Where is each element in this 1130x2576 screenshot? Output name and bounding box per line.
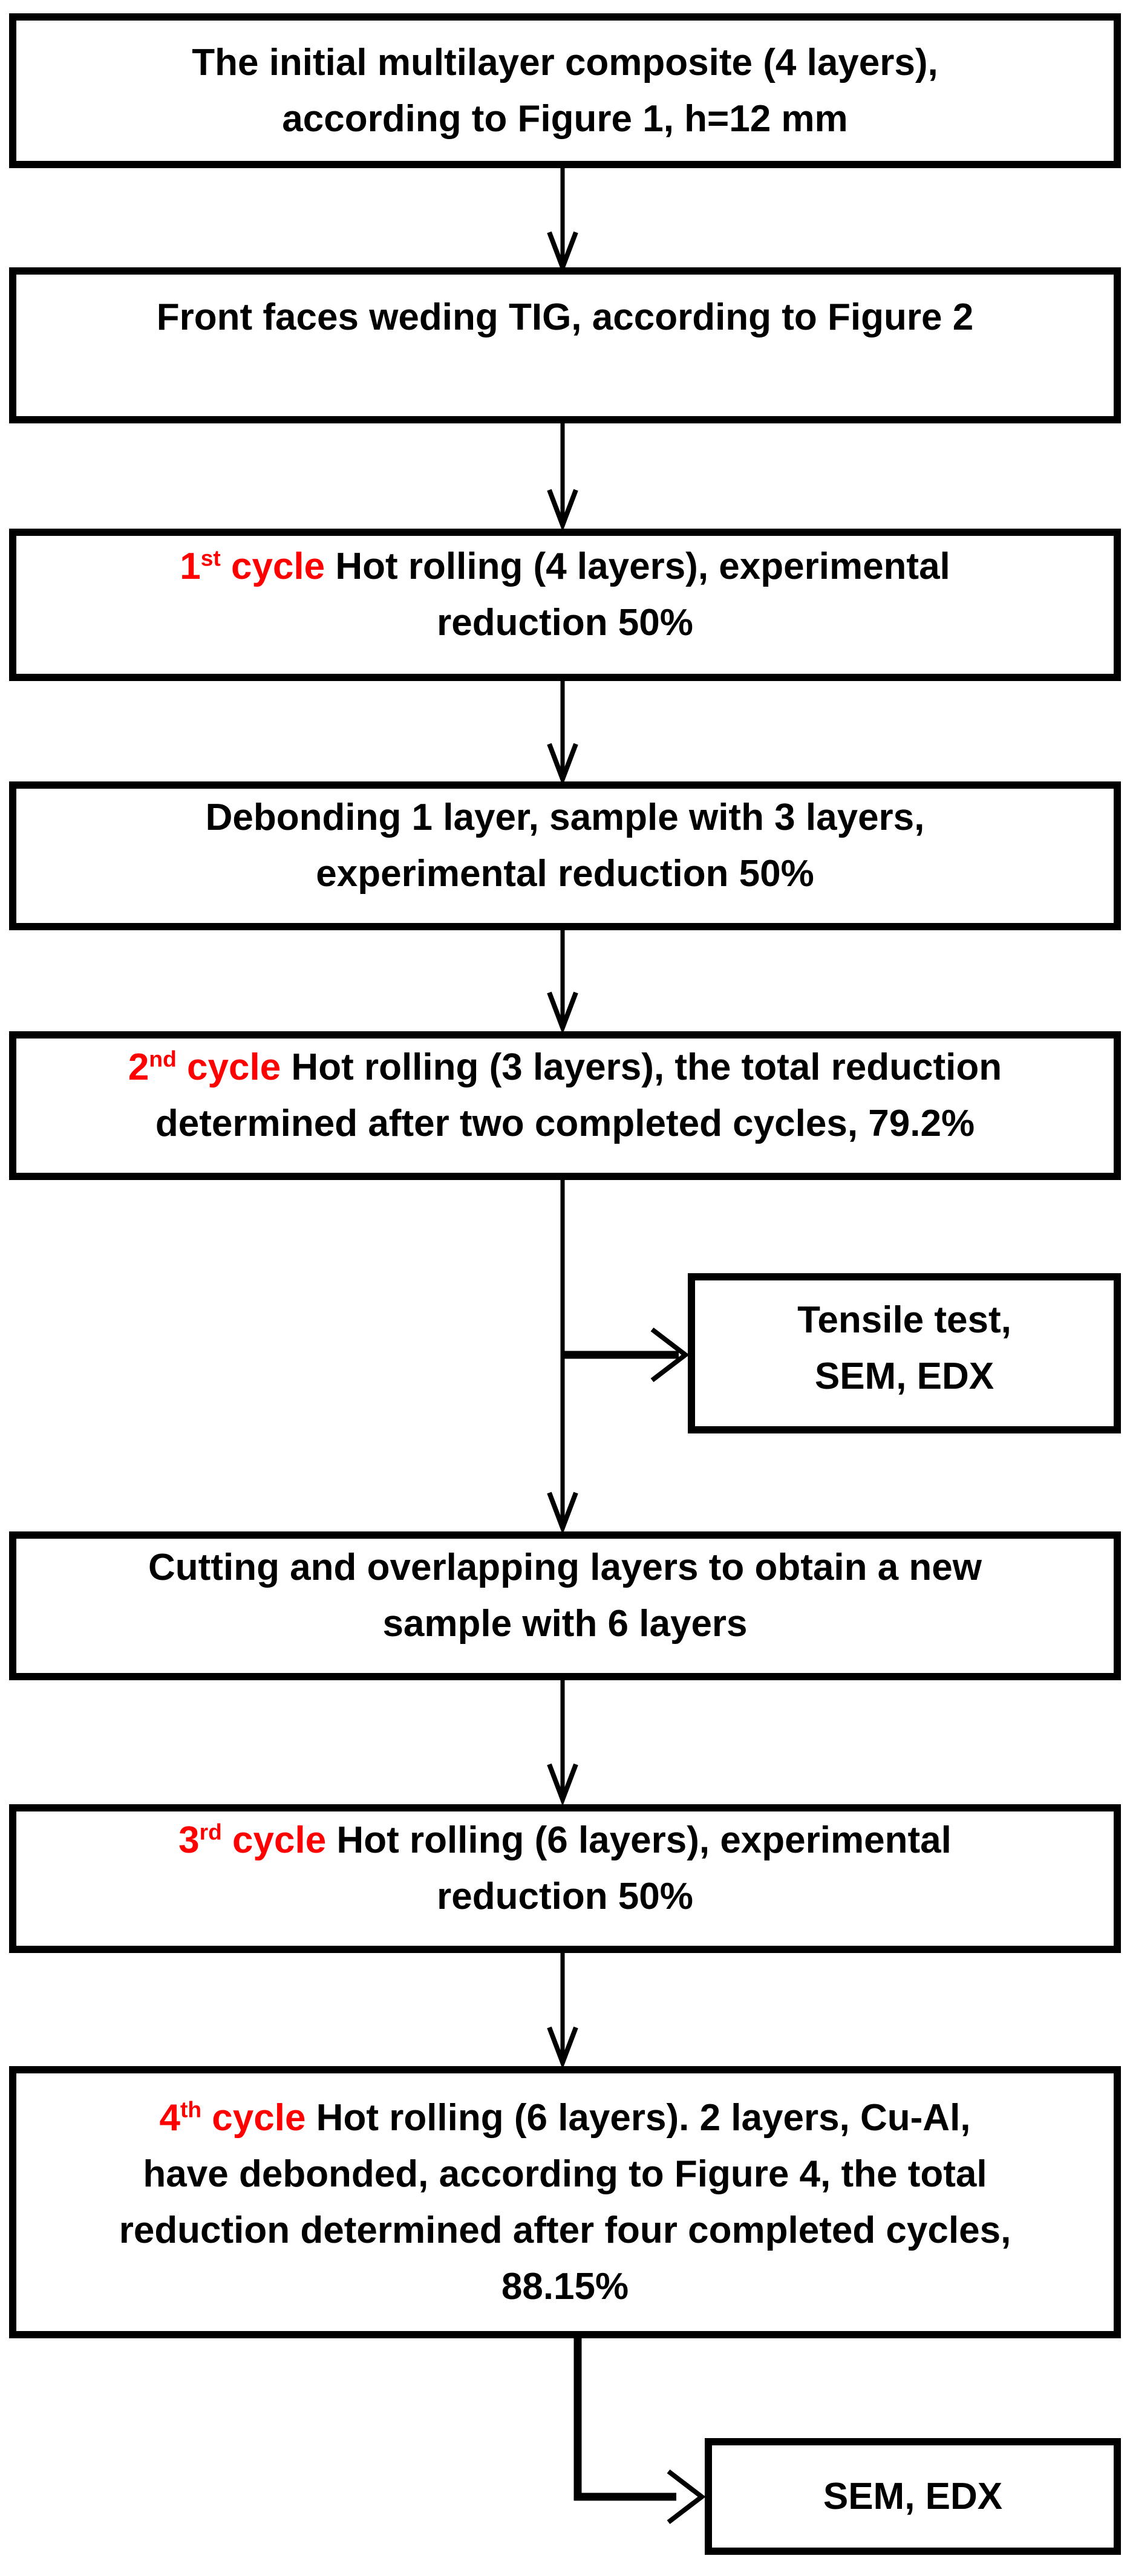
arrow-cutting-to-cycle3 [547,1677,578,1807]
arrow-debonding-to-cycle2 [547,927,578,1035]
flow-box-cycle-3: 3rd cycle Hot rolling (6 layers), experi… [9,1804,1121,1953]
flow-box-cutting-overlapping-text: Cutting and overlapping layers to obtain… [148,1547,982,1645]
flow-box-cycle-3-text: 3rd cycle Hot rolling (6 layers), experi… [178,1819,952,1917]
flow-box-tensile-test: Tensile test, SEM, EDX [688,1273,1121,1433]
flow-box-cycle-2-text: 2nd cycle Hot rolling (3 layers), the to… [128,1046,1002,1144]
flow-box-tig-welding-text: Front faces weding TIG, according to Fig… [156,296,974,338]
arrow-cycle1-to-debonding [547,677,578,786]
cycle-1-label: 1st cycle [180,545,325,587]
arrow-initial-to-tig [547,165,578,275]
cycle-2-label: 2nd cycle [128,1046,281,1088]
flow-box-cycle-1: 1st cycle Hot rolling (4 layers), experi… [9,529,1121,681]
flow-box-sem-edx: SEM, EDX [705,2438,1121,2555]
cycle-4-label: 4th cycle [159,2096,306,2139]
arrow-cycle2-to-cutting [547,1176,578,1535]
flow-box-cycle-4: 4th cycle Hot rolling (6 layers). 2 laye… [9,2066,1121,2338]
arrow-tig-to-cycle1 [547,420,578,532]
branch-arrow-tensile [563,1327,690,1383]
flow-box-cycle-1-text: 1st cycle Hot rolling (4 layers), experi… [180,545,950,644]
flow-box-sem-edx-text: SEM, EDX [823,2476,1003,2517]
flow-box-cycle-2: 2nd cycle Hot rolling (3 layers), the to… [9,1031,1121,1180]
arrow-cycle3-to-cycle4 [547,1949,578,2070]
cycle-3-label: 3rd cycle [178,1819,327,1861]
flow-box-tig-welding: Front faces weding TIG, according to Fig… [9,267,1121,423]
flow-box-tensile-test-text: Tensile test, SEM, EDX [797,1299,1011,1397]
flow-box-debonding: Debonding 1 layer, sample with 3 layers,… [9,781,1121,930]
flow-box-initial-composite-text: The initial multilayer composite (4 laye… [192,42,938,140]
flow-box-cutting-overlapping: Cutting and overlapping layers to obtain… [9,1531,1121,1680]
elbow-arrow-sem [573,2335,706,2525]
flow-box-debonding-text: Debonding 1 layer, sample with 3 layers,… [205,797,925,895]
flow-box-initial-composite: The initial multilayer composite (4 laye… [9,13,1121,168]
flow-box-cycle-4-text: 4th cycle Hot rolling (6 layers). 2 laye… [119,2096,1011,2307]
